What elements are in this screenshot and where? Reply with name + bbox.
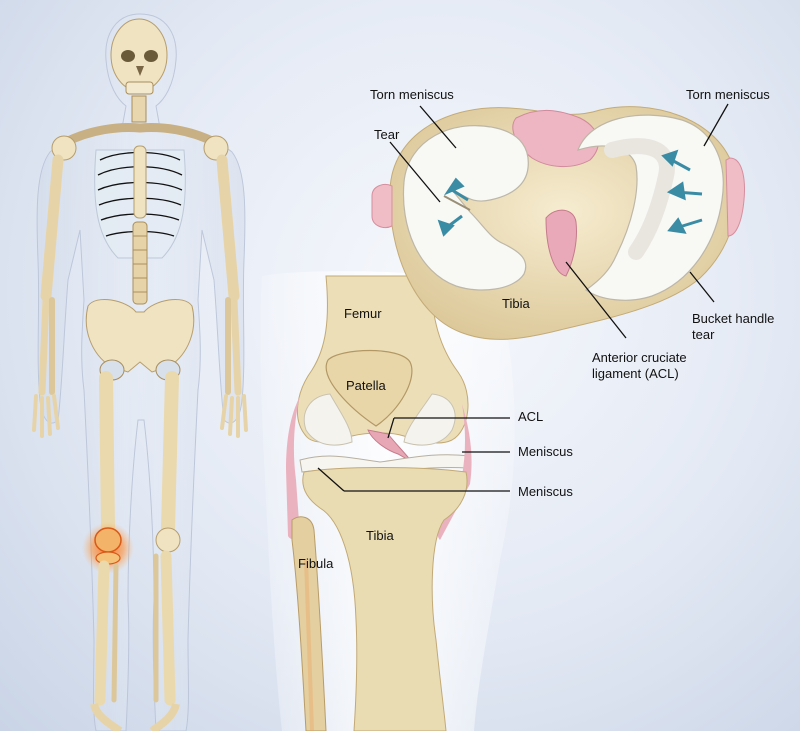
label-torn-meniscus-left: Torn meniscus: [370, 87, 454, 102]
body-silhouette: [36, 13, 246, 731]
label-bucket-handle-line1: Bucket handle: [692, 311, 775, 326]
label-acl-full-line1: Anterior cruciate: [592, 350, 687, 365]
label-fibula: Fibula: [298, 556, 334, 571]
skeleton-figure: [32, 13, 248, 731]
right-femur: [161, 371, 179, 535]
label-torn-meniscus-right: Torn meniscus: [686, 87, 770, 102]
pointer-lines: [317, 103, 729, 492]
knee-front-view: [260, 271, 515, 731]
label-acl-full-line2: ligament (ACL): [592, 366, 679, 381]
label-tear: Tear: [374, 127, 400, 142]
ribcage: [94, 145, 186, 259]
label-bucket-handle-line2: tear: [692, 327, 715, 342]
skull: [110, 18, 168, 92]
label-patella: Patella: [346, 378, 386, 393]
tibia-bone: [302, 467, 468, 731]
pelvis: [85, 298, 195, 373]
label-acl: ACL: [518, 409, 544, 424]
acl-stub: [545, 209, 577, 277]
label-meniscus-upper: Meniscus: [518, 444, 573, 459]
label-tibia-front: Tibia: [366, 528, 394, 543]
left-femur: [99, 371, 115, 535]
label-tibia-top: Tibia: [502, 296, 530, 311]
label-femur: Femur: [344, 306, 382, 321]
spine: [132, 221, 148, 305]
patella: [325, 349, 413, 427]
fibula-bone: [291, 516, 327, 731]
label-meniscus-lower: Meniscus: [518, 484, 573, 499]
tibial-plateau-top-view: [371, 106, 745, 340]
tear-arrows: [437, 149, 703, 237]
